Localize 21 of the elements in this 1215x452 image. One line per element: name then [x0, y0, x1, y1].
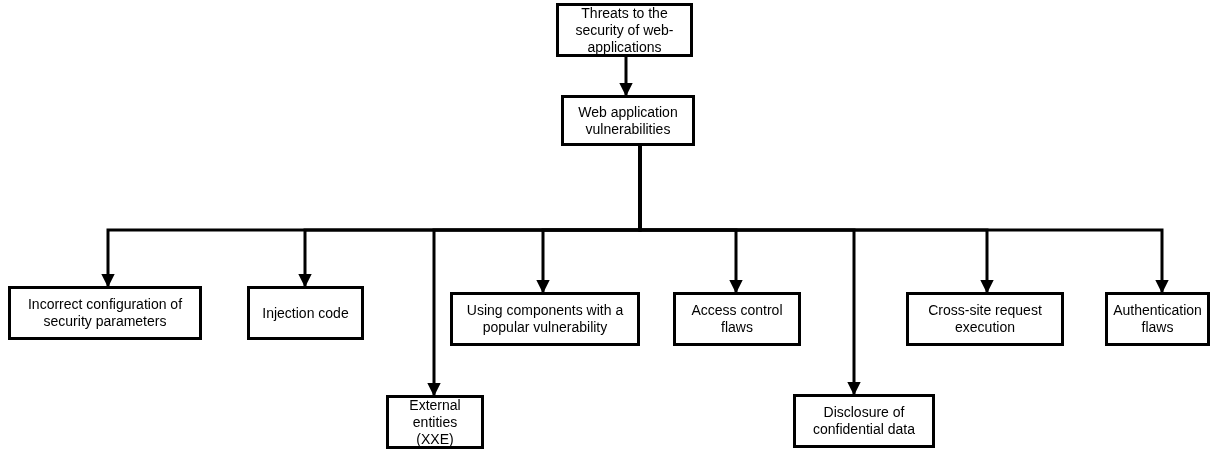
- process-box: [8, 286, 202, 340]
- process-box: [561, 95, 695, 146]
- box-label: Authentication flaws: [1112, 302, 1203, 336]
- box-label: Incorrect configuration of security parameters: [26, 296, 184, 330]
- box-label: Access control flaws: [690, 302, 784, 336]
- box-label: Web application vulnerabilities: [577, 103, 679, 138]
- process-box: [793, 394, 935, 448]
- process-box: [906, 292, 1064, 346]
- process-box: [556, 3, 693, 57]
- box-label: Using components with a popular vulnerability: [465, 302, 625, 336]
- process-box: [1105, 292, 1210, 346]
- box-label: Disclosure of confidential data: [812, 404, 916, 438]
- process-box: [247, 286, 364, 340]
- process-box: [450, 292, 640, 346]
- process-box: [673, 292, 801, 346]
- box-label: Injection code: [262, 304, 349, 322]
- process-box: [386, 395, 484, 449]
- box-label: External entities (XXE): [408, 396, 462, 448]
- box-label: Threats to the security of web- applications: [574, 4, 675, 56]
- arrow: [619, 57, 633, 97]
- box-label: Cross-site request execution: [927, 302, 1043, 336]
